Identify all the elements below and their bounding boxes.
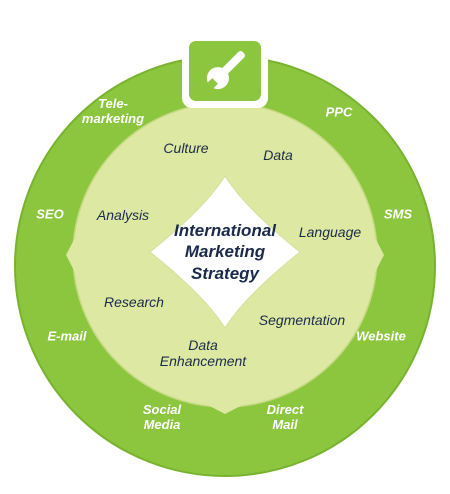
outer-item-social-media: Social Media bbox=[142, 402, 182, 432]
inner-item-research: Research bbox=[104, 293, 164, 310]
inner-item-data: Data bbox=[263, 146, 293, 163]
center-title: International Marketing Strategy bbox=[174, 220, 276, 284]
inner-item-data-enhancement: Data Enhancement bbox=[159, 336, 247, 369]
inner-item-culture: Culture bbox=[163, 139, 209, 156]
outer-item-website: Website bbox=[356, 328, 406, 344]
outer-item-seo: SEO bbox=[36, 206, 64, 222]
outer-item-telemarketing: Tele- marketing bbox=[81, 96, 145, 126]
center-title-line-3: Strategy bbox=[190, 263, 260, 283]
outer-item-email: E-mail bbox=[47, 328, 87, 344]
inner-disc-arrow-right bbox=[372, 232, 384, 278]
inner-disc-arrow-bottom bbox=[200, 401, 250, 414]
center-star-shape bbox=[149, 175, 301, 329]
outer-item-direct-mail: Direct Mail bbox=[266, 402, 304, 432]
outer-item-ppc: PPC bbox=[325, 104, 353, 120]
inner-item-analysis: Analysis bbox=[96, 206, 150, 223]
inner-disc-arrow-left bbox=[66, 232, 78, 278]
outer-item-sms: SMS bbox=[383, 206, 413, 222]
inner-item-language: Language bbox=[298, 223, 362, 240]
inner-item-segmentation: Segmentation bbox=[258, 311, 346, 328]
center-title-line-1: International bbox=[173, 221, 277, 241]
center-title-line-2: Marketing bbox=[184, 242, 266, 262]
wrench-toolbox-icon bbox=[182, 18, 268, 108]
